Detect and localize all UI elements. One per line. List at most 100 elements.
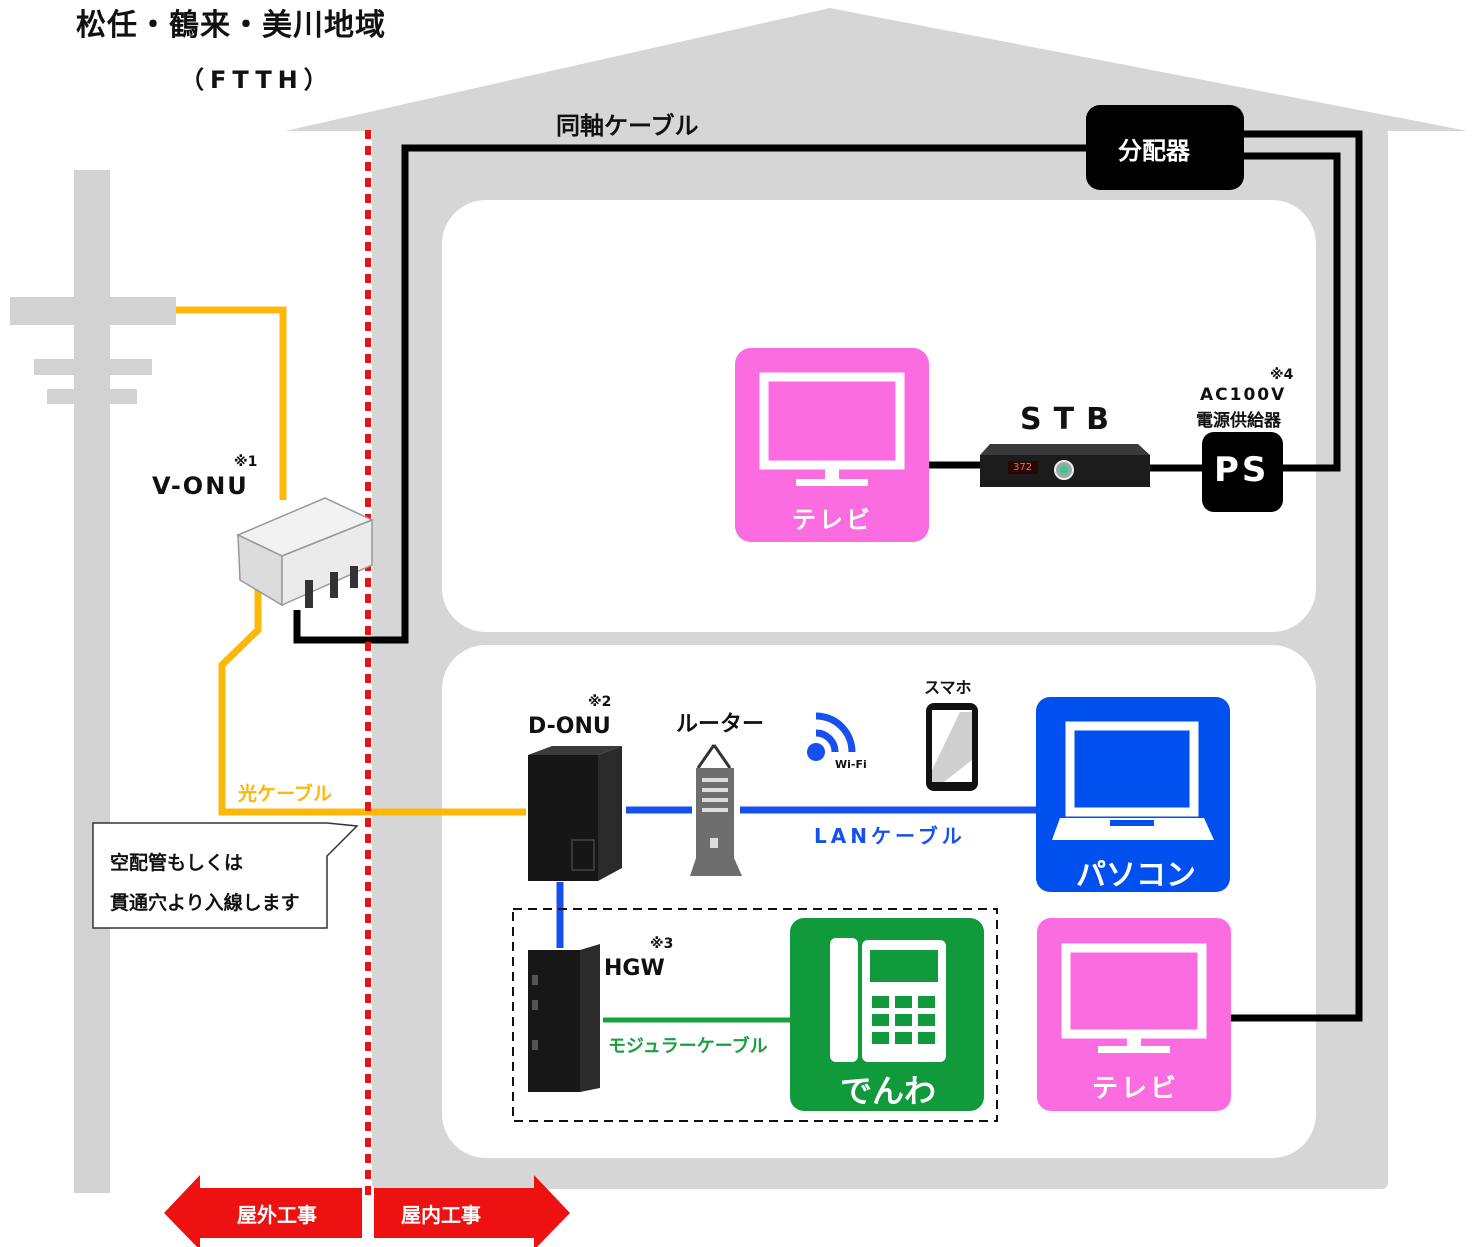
indoor-work-label: 屋内工事 — [401, 1203, 481, 1227]
pole-crossarm-3 — [47, 389, 137, 404]
tv-upper-stand — [796, 479, 868, 486]
indoor-arrow — [374, 1175, 570, 1247]
pc-label: パソコン — [1076, 858, 1196, 893]
router-slot-1 — [702, 778, 728, 782]
phone-label: でんわ — [840, 1072, 937, 1110]
v-onu-port-2 — [330, 572, 338, 598]
wifi-icon — [807, 712, 856, 761]
phone-key — [872, 1014, 889, 1026]
v-onu-side — [281, 518, 373, 607]
ps-note: ※4 — [1270, 367, 1294, 383]
tv-lower-bg — [1037, 918, 1231, 1111]
router-base — [690, 858, 742, 876]
coax-splitter-tv — [1231, 130, 1363, 1022]
callout-line-1: 空配管もしくは — [110, 852, 244, 874]
pc-keyboard — [1052, 818, 1214, 840]
tv-lower-label: テレビ — [1092, 1074, 1180, 1104]
v-onu-label: V-ONU — [152, 472, 249, 500]
ps-ac-label: AC100V — [1200, 385, 1287, 405]
v-onu-device — [236, 497, 374, 608]
d-onu-top — [528, 746, 622, 755]
ps-label: PS — [1214, 450, 1270, 490]
wifi-label: Wi-Fi — [835, 758, 867, 771]
phone-key — [918, 1014, 935, 1026]
d-onu-vent — [571, 839, 595, 871]
stb-device — [980, 444, 1150, 487]
router-device — [690, 744, 742, 876]
hgw-device — [528, 944, 600, 1092]
coax-cable-label: 同軸ケーブル — [556, 112, 699, 140]
v-onu-port-1 — [305, 580, 313, 608]
router-label: ルーター — [676, 712, 765, 737]
phone-key — [872, 1032, 889, 1044]
phone-key — [918, 996, 935, 1008]
outdoor-arrow — [164, 1175, 362, 1247]
router-slot-4 — [702, 808, 728, 812]
phone-key — [895, 1014, 912, 1026]
hgw-note: ※3 — [650, 936, 674, 952]
d-onu-device — [528, 746, 622, 881]
splitter-label: 分配器 — [1118, 137, 1190, 165]
phone-key — [872, 996, 889, 1008]
stb-display: 372 — [1013, 462, 1033, 473]
stb-label: STB — [1020, 402, 1121, 437]
router-antenna-right — [712, 744, 732, 769]
pole-shaft — [74, 170, 110, 1193]
tv-lower-neck — [1127, 1034, 1141, 1046]
router-slot-2 — [702, 788, 728, 792]
wifi-arc-1 — [815, 729, 839, 753]
lan-cable-label: LANケーブル — [814, 824, 966, 848]
splitter-box — [1086, 105, 1244, 190]
house-roof — [285, 8, 1468, 131]
phone-key — [918, 1032, 935, 1044]
page-subtitle: （FTTH） — [180, 66, 334, 94]
stb-top — [980, 444, 1150, 455]
modular-cable-label: モジュラーケーブル — [608, 1036, 768, 1057]
coax-cables — [293, 130, 1363, 1022]
pc-screen — [1065, 721, 1199, 817]
phone-keypad — [872, 996, 935, 1044]
tv-upper-neck — [825, 465, 839, 479]
router-slot-3 — [702, 798, 728, 802]
router-port — [710, 838, 718, 848]
pole-crossarm-2 — [34, 359, 152, 375]
hgw-body — [528, 950, 580, 1092]
tv-upper-tile — [735, 348, 929, 542]
callout-box — [92, 822, 359, 929]
phone-display — [870, 950, 938, 982]
callout-line-2: 貫通穴より入線します — [110, 892, 300, 914]
v-onu-note: ※1 — [234, 454, 258, 470]
wifi-dot — [807, 743, 825, 761]
coax-vonu — [293, 144, 1088, 644]
d-onu-side — [598, 746, 622, 881]
v-onu-port-3 — [350, 566, 358, 588]
d-onu-label: D-ONU — [528, 714, 611, 739]
wifi-arc-2 — [815, 712, 856, 753]
fiber-cable-label: 光ケーブル — [238, 783, 332, 805]
utility-pole — [10, 170, 176, 1193]
page-title: 松任・鶴来・美川地域 — [76, 8, 386, 43]
hgw-port-2 — [532, 1000, 538, 1010]
phone-key — [895, 1032, 912, 1044]
phone-glare — [932, 712, 972, 782]
coax-splitter-ps — [1243, 152, 1341, 472]
hgw-port-3 — [532, 1040, 538, 1050]
tv-lower-tile — [1037, 918, 1231, 1111]
pc-trackpad — [1110, 820, 1154, 826]
pc-bg — [1036, 697, 1230, 892]
router-antenna-left — [696, 744, 716, 769]
tv-lower-stand — [1098, 1046, 1170, 1053]
tv-upper-label: テレビ — [792, 506, 873, 534]
hgw-side — [580, 944, 600, 1092]
smartphone-label: スマホ — [924, 678, 972, 697]
stb-screen — [1008, 461, 1038, 474]
d-onu-note: ※2 — [588, 694, 612, 710]
hgw-group-border — [512, 908, 998, 1122]
ps-box — [1202, 432, 1283, 512]
outdoor-work-label: 屋外工事 — [237, 1203, 317, 1227]
phone-handset — [830, 938, 858, 1062]
stb-dial-center — [1060, 466, 1068, 474]
pole-crossarm-1 — [10, 297, 176, 325]
